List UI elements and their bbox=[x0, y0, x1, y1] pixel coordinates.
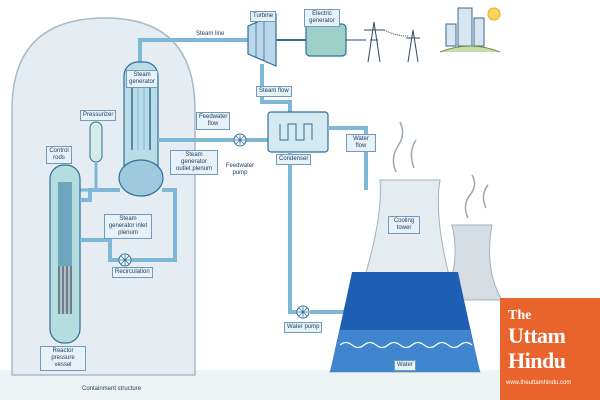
water-pump-icon bbox=[296, 305, 310, 319]
logo-line-1: The bbox=[508, 308, 532, 323]
water-pump-label: Water pump bbox=[284, 322, 323, 333]
steam-line bbox=[138, 38, 250, 62]
steam-plume bbox=[464, 174, 489, 219]
cooling-tower-label: Cooling tower bbox=[388, 216, 420, 234]
containment-structure-label: Containment structure bbox=[82, 386, 142, 392]
control-rods-label: Control rods bbox=[46, 146, 72, 164]
water-flow-label: Water flow bbox=[346, 134, 376, 152]
electric-generator bbox=[305, 23, 366, 57]
feedwater-pump-icon bbox=[233, 133, 247, 147]
steam-flow-label: Steam flow bbox=[256, 86, 292, 97]
recirculation-pump-icon bbox=[118, 253, 132, 267]
steam-plume-front bbox=[392, 121, 417, 173]
steam-line-label: Steam line bbox=[196, 31, 225, 37]
water-label: Water bbox=[394, 360, 416, 371]
pressurizer-label: Pressurizer bbox=[80, 110, 117, 121]
logo-line-3: Hindu bbox=[508, 348, 566, 373]
primary-coolant-loop bbox=[80, 188, 177, 262]
recirculation-label: Recirculation bbox=[112, 267, 153, 278]
condenser-label: Condenser bbox=[276, 154, 312, 165]
logo-url: www.theuttamhindu.com bbox=[506, 380, 572, 386]
logo-line-2: Uttam bbox=[508, 323, 566, 348]
turbine-label: Turbine bbox=[250, 11, 277, 22]
condenser bbox=[267, 111, 329, 153]
containment-structure bbox=[11, 17, 196, 376]
sg-inlet-plenum-label: Steam generator inlet plenum bbox=[104, 214, 152, 239]
sg-outlet-plenum-label: Steam generator outlet plenum bbox=[170, 150, 218, 175]
electric-generator-label: Electric generator bbox=[304, 9, 340, 27]
city-skyline bbox=[439, 7, 501, 53]
steam-generator-label: Steam generator bbox=[126, 70, 158, 88]
reactor-pressure-vessel bbox=[49, 164, 81, 344]
feedwater-flow-label: Feedwater flow bbox=[196, 112, 230, 130]
cooling-tower bbox=[329, 179, 481, 373]
steam-flow-pipe bbox=[260, 64, 292, 112]
feedwater-pump-label: Feedwater pump bbox=[225, 163, 255, 176]
uttam-hindu-logo: The Uttam Hindu www.theuttamhindu.com bbox=[500, 298, 600, 400]
steam-generator bbox=[118, 61, 164, 197]
reactor-pressure-vessel-label: Reactor pressure vessel bbox=[40, 346, 86, 371]
sun-icon bbox=[487, 7, 501, 21]
power-pylon-icon bbox=[364, 21, 420, 63]
